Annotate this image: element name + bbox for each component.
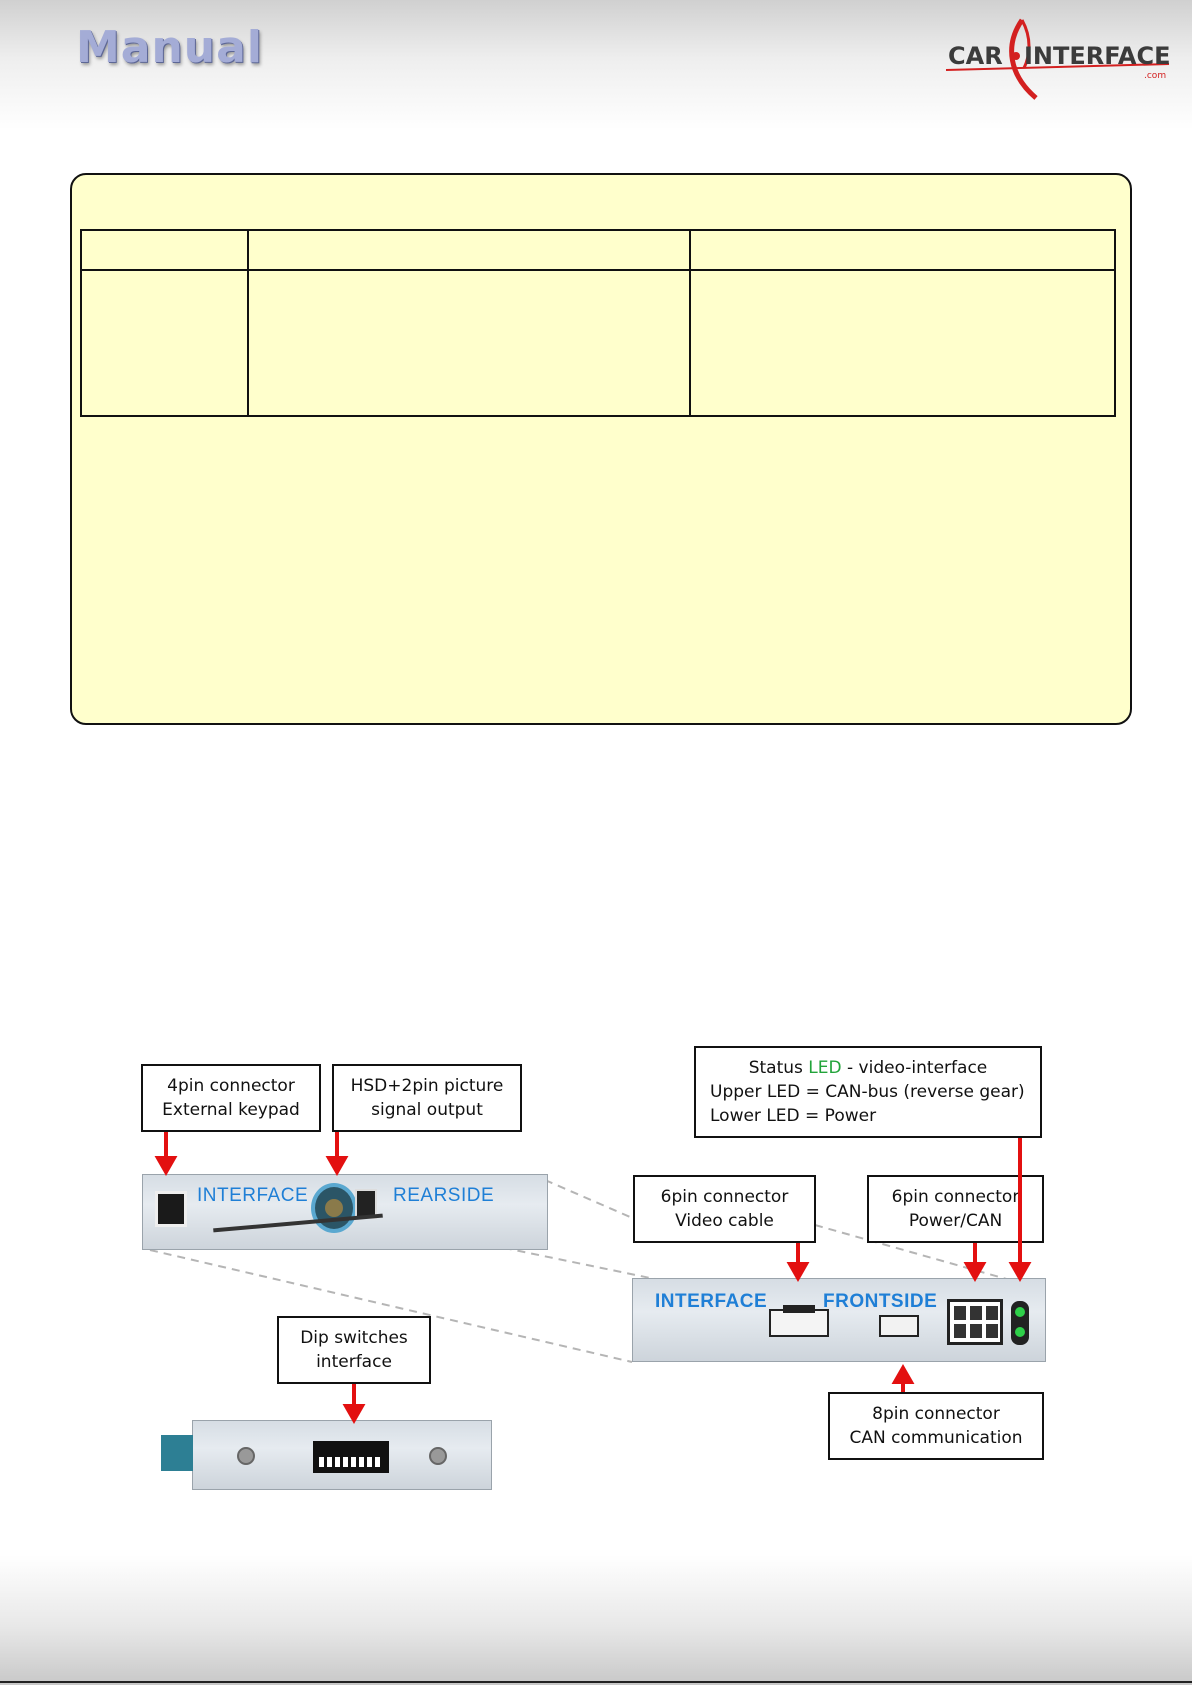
notice-box <box>70 173 1132 725</box>
spec-table <box>80 229 1116 417</box>
screw-left <box>237 1447 255 1465</box>
svg-text:.com: .com <box>1144 71 1166 81</box>
dip-panel <box>161 1420 492 1490</box>
header-band <box>0 0 1192 130</box>
table-cell <box>247 269 691 417</box>
keypad-connector <box>155 1191 187 1227</box>
table-cell <box>247 229 691 271</box>
callout-line: Power/CAN <box>908 1211 1003 1231</box>
cable-end <box>161 1435 193 1471</box>
callout-line: Dip switches <box>300 1328 408 1348</box>
page-title: Manual <box>76 22 263 73</box>
dip-callout: Dip switches interface <box>277 1316 431 1384</box>
svg-text:CAR: CAR <box>948 42 1003 70</box>
can-connector <box>879 1315 919 1337</box>
rearside-label: REARSIDE <box>393 1185 495 1206</box>
callout-line: 6pin connector <box>660 1187 789 1207</box>
table-cell <box>689 269 1116 417</box>
table-cell <box>689 229 1116 271</box>
keypad-callout: 4pin connector External keypad <box>141 1064 321 1132</box>
callout-line: interface <box>316 1352 392 1372</box>
car-interface-logo: CAR INTERFACE .com <box>945 18 1170 100</box>
callout-line: Video cable <box>675 1211 774 1231</box>
hsd-callout: HSD+2pin picture signal output <box>332 1064 522 1132</box>
svg-text:INTERFACE: INTERFACE <box>1024 42 1170 70</box>
callout-line: 8pin connector <box>872 1404 1000 1424</box>
table-cell <box>80 229 249 271</box>
video-callout: 6pin connector Video cable <box>633 1175 816 1243</box>
callout-line: Status LED - video-interface <box>710 1056 1040 1080</box>
screw-right <box>429 1447 447 1465</box>
power-connector <box>947 1299 1003 1345</box>
front-interface-label: INTERFACE <box>655 1291 768 1312</box>
rear-panel: INTERFACE REARSIDE <box>142 1174 548 1250</box>
dip-switch-block <box>313 1441 389 1473</box>
callout-line: Upper LED = CAN-bus (reverse gear) <box>710 1082 1025 1102</box>
status-led-callout: Status LED - video-interface Upper LED =… <box>694 1046 1042 1138</box>
callout-line: External keypad <box>162 1100 300 1120</box>
video-connector <box>769 1305 829 1337</box>
callout-line: 4pin connector <box>167 1076 295 1096</box>
arrows <box>154 1132 1032 1425</box>
status-leds <box>1011 1301 1029 1345</box>
can-callout: 8pin connector CAN communication <box>828 1392 1044 1460</box>
footer-line <box>0 1681 1192 1683</box>
rear-interface-label: INTERFACE <box>197 1185 309 1206</box>
callout-line: CAN communication <box>849 1428 1023 1448</box>
frontside-label: FRONTSIDE <box>823 1291 938 1312</box>
callout-line: signal output <box>371 1100 483 1120</box>
footer-band <box>0 1555 1192 1685</box>
lower-led <box>1015 1327 1025 1337</box>
power-callout: 6pin connector Power/CAN <box>867 1175 1044 1243</box>
table-row <box>80 229 1116 271</box>
front-panel: INTERFACE FRONTSIDE <box>632 1278 1046 1362</box>
status-suffix: - video-interface <box>841 1058 988 1078</box>
upper-led <box>1015 1307 1025 1317</box>
table-row <box>80 269 1116 417</box>
callout-line: 6pin connector <box>891 1187 1020 1207</box>
table-cell <box>80 269 249 417</box>
status-led-word: LED <box>808 1058 842 1078</box>
callout-line: HSD+2pin picture <box>350 1076 504 1096</box>
status-prefix: Status <box>748 1058 809 1078</box>
connector-diagram: INTERFACE REARSIDE INTERFACE FRONTSIDE <box>0 1000 1192 1520</box>
callout-line: Lower LED = Power <box>710 1106 877 1126</box>
